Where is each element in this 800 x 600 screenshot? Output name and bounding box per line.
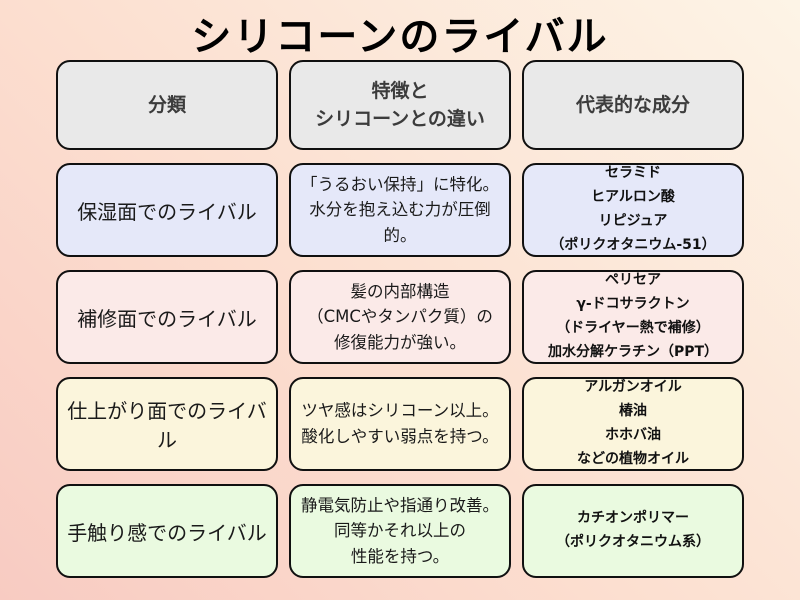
touch-row-ingredients-cell: カチオンポリマー （ポリクオタニウム系） bbox=[522, 484, 744, 578]
finish-row-category-cell: 仕上がり面でのライバル bbox=[56, 377, 278, 471]
repair-row-feature-cell: 髪の内部構造 （CMCやタンパク質）の 修復能力が強い。 bbox=[289, 270, 511, 364]
moisture-row-ingredients-cell: セラミド ヒアルロン酸 リピジュア （ポリクオタニウム-51） bbox=[522, 163, 744, 257]
touch-row-feature-cell: 静電気防止や指通り改善。 同等かそれ以上の 性能を持つ。 bbox=[289, 484, 511, 578]
comparison-table: 分類 特徴と シリコーンとの違い 代表的な成分 保湿面でのライバル 「うるおい保… bbox=[56, 60, 744, 578]
touch-row-category-cell: 手触り感でのライバル bbox=[56, 484, 278, 578]
repair-row-category-cell: 補修面でのライバル bbox=[56, 270, 278, 364]
finish-row-feature-cell: ツヤ感はシリコーン以上。 酸化しやすい弱点を持つ。 bbox=[289, 377, 511, 471]
finish-row-ingredients-cell: アルガンオイル 椿油 ホホバ油 などの植物オイル bbox=[522, 377, 744, 471]
moisture-row-category-cell: 保湿面でのライバル bbox=[56, 163, 278, 257]
moisture-row-feature-cell: 「うるおい保持」に特化。 水分を抱え込む力が圧倒的。 bbox=[289, 163, 511, 257]
header-cell-category: 分類 bbox=[56, 60, 278, 150]
header-cell-ingredients: 代表的な成分 bbox=[522, 60, 744, 150]
repair-row-ingredients-cell: ペリセア γ-ドコサラクトン （ドライヤー熱で補修） 加水分解ケラチン（PPT） bbox=[522, 270, 744, 364]
page-title: シリコーンのライバル bbox=[191, 14, 609, 60]
header-cell-feature: 特徴と シリコーンとの違い bbox=[289, 60, 511, 150]
